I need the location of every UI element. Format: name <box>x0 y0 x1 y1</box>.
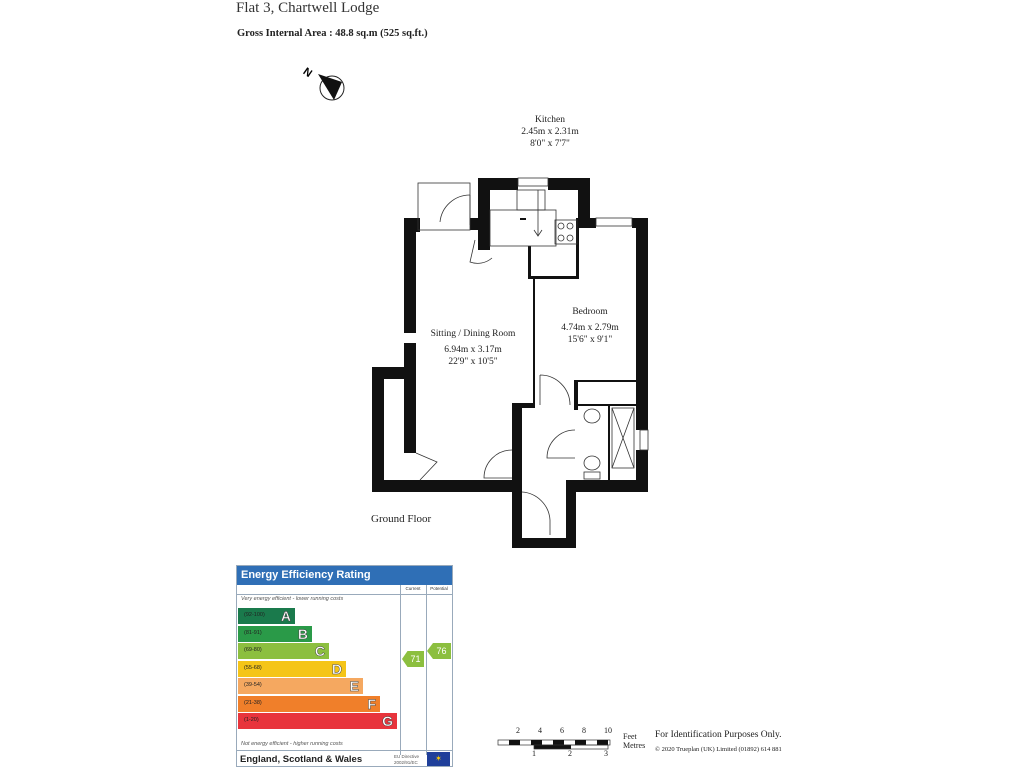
bottom-note: Not energy efficient - higher running co… <box>241 741 343 747</box>
metres-label: Metres <box>623 741 646 750</box>
band-range: (81-91) <box>244 629 262 636</box>
kitchen-imperial: 8'0" x 7'7" <box>530 139 570 149</box>
floor-plan <box>372 177 649 548</box>
bedroom-name: Bedroom <box>572 307 608 317</box>
band-letter: C <box>314 643 326 660</box>
feet-tick: 2 <box>516 726 520 735</box>
epc-band-c: (69-80) C <box>238 643 329 659</box>
eu-directive-code: 2002/91/EC <box>394 760 418 765</box>
scale-bar-graphic <box>497 739 611 750</box>
compass-icon: N <box>301 66 345 101</box>
walls <box>372 178 648 548</box>
sitting-room-label: Sitting / Dining Room 6.94m x 3.17m 22'9… <box>413 328 533 368</box>
sitting-name: Sitting / Dining Room <box>430 329 516 339</box>
epc-band-e: (39-54) E <box>238 678 363 694</box>
bedroom-imperial: 15'6" x 9'1" <box>567 335 613 345</box>
epc-band-f: (21-38) F <box>238 695 380 712</box>
kitchen-metric: 2.45m x 2.31m <box>521 127 579 137</box>
epc-band-g: (1-20) G <box>238 713 397 729</box>
metre-tick: 2 <box>568 749 572 758</box>
band-range: (69-80) <box>244 647 262 653</box>
band-range: (55-68) <box>244 664 262 671</box>
metre-tick: 1 <box>532 749 536 758</box>
band-letter: A <box>280 608 292 625</box>
potential-rating: 76 <box>427 643 451 659</box>
band-letter: F <box>367 695 376 712</box>
current-rating: 71 <box>402 651 424 667</box>
epc-title: Energy Efficiency Rating <box>237 566 452 585</box>
eu-flag-icon: ✶ <box>427 752 450 766</box>
metre-tick: 3 <box>604 749 608 758</box>
feet-tick: 4 <box>538 726 542 735</box>
epc-band-d: (55-68) D <box>238 660 346 677</box>
band-range: (39-54) <box>244 682 262 688</box>
disclaimer: For Identification Purposes Only. <box>655 730 782 740</box>
bedroom-label: Bedroom 4.74m x 2.79m 15'6" x 9'1" <box>545 306 635 346</box>
epc-band-a: (92-100) A <box>238 608 295 624</box>
feet-tick: 6 <box>560 726 564 735</box>
feet-tick: 10 <box>604 726 612 735</box>
page-title: Flat 3, Chartwell Lodge <box>236 0 380 16</box>
kitchen-name: Kitchen <box>534 115 566 125</box>
band-letter: E <box>349 678 359 695</box>
band-letter: B <box>297 625 309 642</box>
current-header: Current <box>405 586 421 591</box>
feet-tick: 8 <box>582 726 586 735</box>
potential-header: Potential <box>430 586 448 591</box>
band-letter: G <box>382 713 393 730</box>
energy-efficiency-rating: Energy Efficiency Rating Current Potenti… <box>236 565 453 767</box>
copyright: © 2020 Trueplan (UK) Limited (01892) 614… <box>655 746 782 753</box>
eu-directive-label: EU Directive <box>394 754 420 759</box>
band-range: (1-20) <box>244 717 259 723</box>
sitting-imperial: 22'9" x 10'5" <box>448 357 498 367</box>
band-letter: D <box>331 660 343 677</box>
floor-label: Ground Floor <box>371 513 432 525</box>
top-note: Very energy efficient - lower running co… <box>241 596 344 602</box>
epc-region: England, Scotland & Wales <box>240 754 363 765</box>
fixtures <box>415 177 649 535</box>
band-range: (21-38) <box>244 699 262 706</box>
gross-internal-area: Gross Internal Area : 48.8 sq.m (525 sq.… <box>237 28 428 39</box>
sitting-metric: 6.94m x 3.17m <box>444 345 502 355</box>
epc-band-b: (81-91) B <box>238 625 312 642</box>
feet-label: Feet <box>623 732 637 741</box>
kitchen-label: Kitchen 2.45m x 2.31m 8'0" x 7'7" <box>500 114 600 150</box>
band-range: (92-100) <box>244 612 265 618</box>
bedroom-metric: 4.74m x 2.79m <box>561 323 619 333</box>
